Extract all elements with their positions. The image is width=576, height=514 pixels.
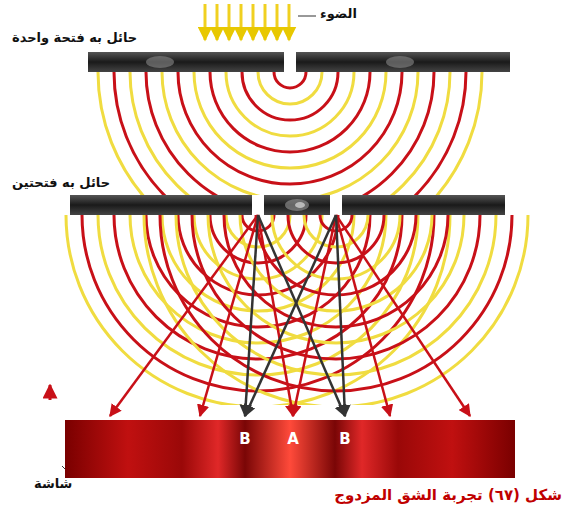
barrier-label: حائل به فتحة واحدة <box>12 30 137 45</box>
light-ray <box>216 4 219 40</box>
light-ray <box>240 4 243 40</box>
wavefronts-double-slit <box>66 215 528 405</box>
wavefront <box>114 72 466 195</box>
light-rays <box>205 4 289 40</box>
light-ray <box>276 4 279 40</box>
light-label: الضوء <box>320 6 357 21</box>
wavefront <box>274 72 306 88</box>
bright-ray <box>336 215 470 416</box>
position-letter: B <box>339 430 350 448</box>
barrier-right <box>342 195 505 215</box>
screen-label: شاشة <box>34 476 72 491</box>
light-ray <box>204 4 207 40</box>
position-letter: B <box>239 430 250 448</box>
pointer-arrow <box>49 385 52 400</box>
position-letter: A <box>287 430 299 448</box>
barrier-middle <box>264 195 330 215</box>
bright-ray <box>336 215 390 416</box>
figure-caption: شكل (٦٧) تجربة الشق المزدوج <box>334 486 562 504</box>
wavefront <box>194 72 386 168</box>
barrier-label: حائل به فتحتين <box>12 175 110 190</box>
light-ray <box>228 4 231 40</box>
dark-ray <box>336 215 345 416</box>
barrier-shine <box>295 202 305 208</box>
dark-ray <box>245 215 258 416</box>
wavefront <box>242 72 338 120</box>
wavefront <box>162 72 418 195</box>
wavefront <box>144 215 528 405</box>
dark-ray <box>245 215 336 416</box>
light-ray <box>288 4 291 40</box>
bright-ray <box>200 215 258 416</box>
wavefront <box>66 215 450 405</box>
wavefront <box>130 72 450 195</box>
light-ray <box>252 4 255 40</box>
dark-ray <box>258 215 345 416</box>
barrier-left <box>70 195 252 215</box>
wavefront <box>178 72 402 184</box>
barrier-shine <box>146 56 174 68</box>
barrier-left <box>88 52 284 72</box>
light-ray <box>264 4 267 40</box>
wavefront <box>82 215 434 391</box>
bright-ray <box>258 215 293 416</box>
bright-ray <box>293 215 336 416</box>
wavefront <box>146 72 434 195</box>
interference-rays <box>110 215 470 416</box>
barrier-shine <box>386 56 414 68</box>
screen-band: BAB <box>65 420 515 478</box>
wavefront <box>210 72 370 152</box>
wavefront <box>258 72 322 104</box>
wavefront <box>98 72 482 195</box>
barrier-shine <box>285 199 309 211</box>
wavefronts-single-slit <box>98 72 482 195</box>
wavefront <box>226 72 354 136</box>
barrier-right <box>296 52 510 72</box>
bright-ray <box>110 215 258 416</box>
leader-line <box>298 16 316 17</box>
